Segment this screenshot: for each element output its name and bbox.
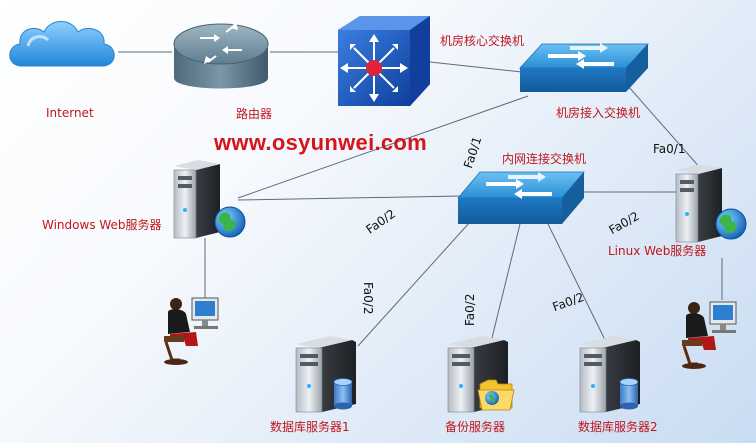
link-access-linux: [627, 85, 703, 171]
port-label-fa02-backup: Fa0/2: [463, 293, 477, 326]
lan-switch-label: 内网连接交换机: [502, 152, 587, 166]
db1-label: 数据库服务器1: [270, 420, 350, 434]
user-workstation-icon: [164, 297, 219, 365]
link-lan-backup: [489, 223, 521, 347]
globe-icon: [214, 206, 246, 238]
cloud-icon: [9, 21, 115, 67]
port-label-fa01-right: Fa0/1: [653, 142, 686, 156]
link-lan-db2: [547, 223, 609, 347]
link-windows-lan: [237, 195, 463, 201]
link-lan-db1: [357, 221, 471, 347]
core-switch-icon: [338, 16, 430, 106]
server-icon: [675, 164, 722, 243]
core-switch-label: 机房核心交换机: [440, 34, 525, 48]
user-workstation-icon: [682, 301, 737, 369]
access-switch-label: 机房接入交换机: [556, 106, 641, 120]
windows-server-label: Windows Web服务器: [42, 218, 162, 232]
links: [118, 51, 723, 347]
port-label-fa02-db1: Fa0/2: [361, 282, 375, 315]
link-core-access: [429, 61, 523, 73]
server-icon: [173, 160, 220, 239]
link-access-windows: [237, 95, 529, 199]
db2-label: 数据库服务器2: [578, 420, 658, 434]
switch-icon: [457, 171, 585, 224]
router-label: 路由器: [236, 107, 273, 121]
router-icon: [173, 22, 269, 89]
folder-icon: [477, 379, 515, 411]
switch-icon: [519, 43, 649, 92]
internet-label: Internet: [46, 106, 94, 120]
server-icon: [579, 336, 640, 413]
globe-icon: [715, 208, 747, 240]
website-text: www.osyunwei.com: [214, 130, 428, 155]
database-icon: [619, 378, 639, 410]
backup-label: 备份服务器: [445, 420, 506, 434]
database-icon: [333, 378, 353, 410]
linux-server-label: Linux Web服务器: [608, 244, 707, 258]
